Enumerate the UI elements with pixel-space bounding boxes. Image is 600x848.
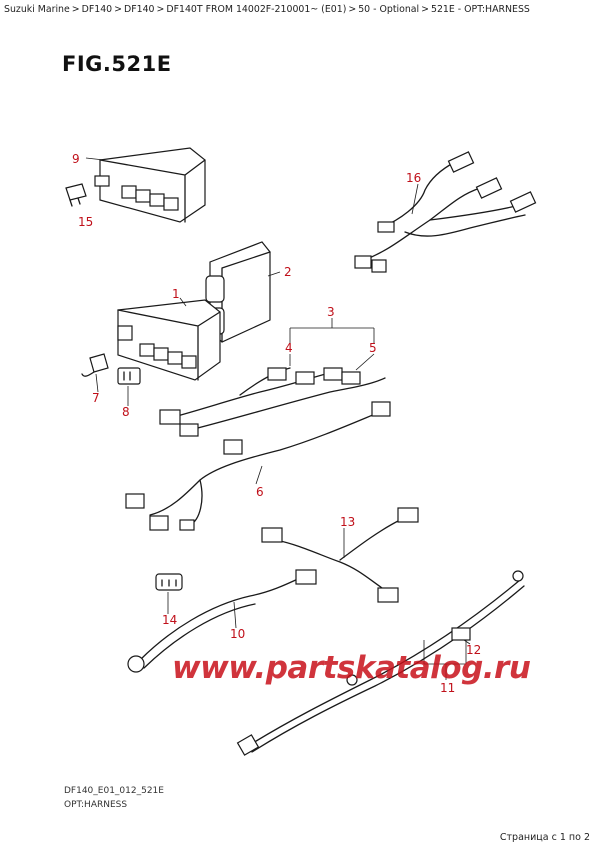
callout-15[interactable]: 15 — [78, 215, 93, 229]
breadcrumb-item[interactable]: 50 - Optional — [358, 4, 420, 15]
part-9-fuse-box[interactable] — [94, 147, 206, 223]
part-6-main-harness[interactable] — [125, 367, 391, 531]
part-14-block[interactable] — [155, 573, 183, 591]
callout-12[interactable]: 12 — [466, 643, 481, 657]
callout-4[interactable]: 4 — [285, 341, 293, 355]
callout-16[interactable]: 16 — [406, 171, 421, 185]
part-13-harness[interactable] — [261, 507, 419, 603]
callout-7[interactable]: 7 — [92, 391, 100, 405]
callout-6[interactable]: 6 — [256, 485, 264, 499]
part-7-plug[interactable] — [81, 353, 109, 377]
breadcrumb-separator: > — [421, 4, 429, 15]
breadcrumb-item[interactable]: Suzuki Marine — [4, 4, 70, 15]
part-16-harness[interactable] — [354, 151, 537, 273]
callout-13[interactable]: 13 — [340, 515, 355, 529]
breadcrumb-item-current: 521E - OPT:HARNESS — [431, 4, 530, 15]
callout-14[interactable]: 14 — [162, 613, 177, 627]
callout-8[interactable]: 8 — [122, 405, 130, 419]
figure-title: FIG.521E — [62, 52, 172, 76]
callout-11[interactable]: 11 — [440, 681, 455, 695]
part-11-battery-cable[interactable] — [236, 570, 525, 756]
breadcrumb-separator: > — [348, 4, 357, 15]
callout-10[interactable]: 10 — [230, 627, 245, 641]
callout-1[interactable]: 1 — [172, 287, 180, 301]
breadcrumb-separator: > — [114, 4, 123, 15]
callout-5[interactable]: 5 — [369, 341, 377, 355]
callout-2[interactable]: 2 — [284, 265, 292, 279]
part-2-ecu-module[interactable] — [205, 241, 271, 343]
part-10-extension-cable[interactable] — [127, 569, 317, 673]
part-15-connector[interactable] — [65, 183, 87, 207]
watermark: www.partskatalog.ru — [172, 650, 531, 686]
breadcrumb-item[interactable]: DF140 — [81, 4, 113, 15]
part-1-relay-box[interactable] — [117, 299, 221, 381]
figure-code: DF140_E01_012_521E — [64, 786, 164, 796]
breadcrumb-item[interactable]: DF140 — [124, 4, 155, 15]
figure-caption: OPT:HARNESS — [64, 800, 128, 810]
breadcrumb: Suzuki Marine>DF140>DF140>DF140T FROM 14… — [4, 4, 530, 15]
callout-9[interactable]: 9 — [72, 152, 80, 166]
breadcrumb-separator: > — [156, 4, 165, 15]
breadcrumb-item[interactable]: DF140T FROM 14002F-210001~ (E01) — [166, 4, 347, 15]
breadcrumb-separator: > — [71, 4, 80, 15]
page-indicator: Страница с 1 по 2 — [499, 832, 590, 843]
callout-3[interactable]: 3 — [327, 305, 335, 319]
part-8-connector[interactable] — [117, 367, 141, 385]
